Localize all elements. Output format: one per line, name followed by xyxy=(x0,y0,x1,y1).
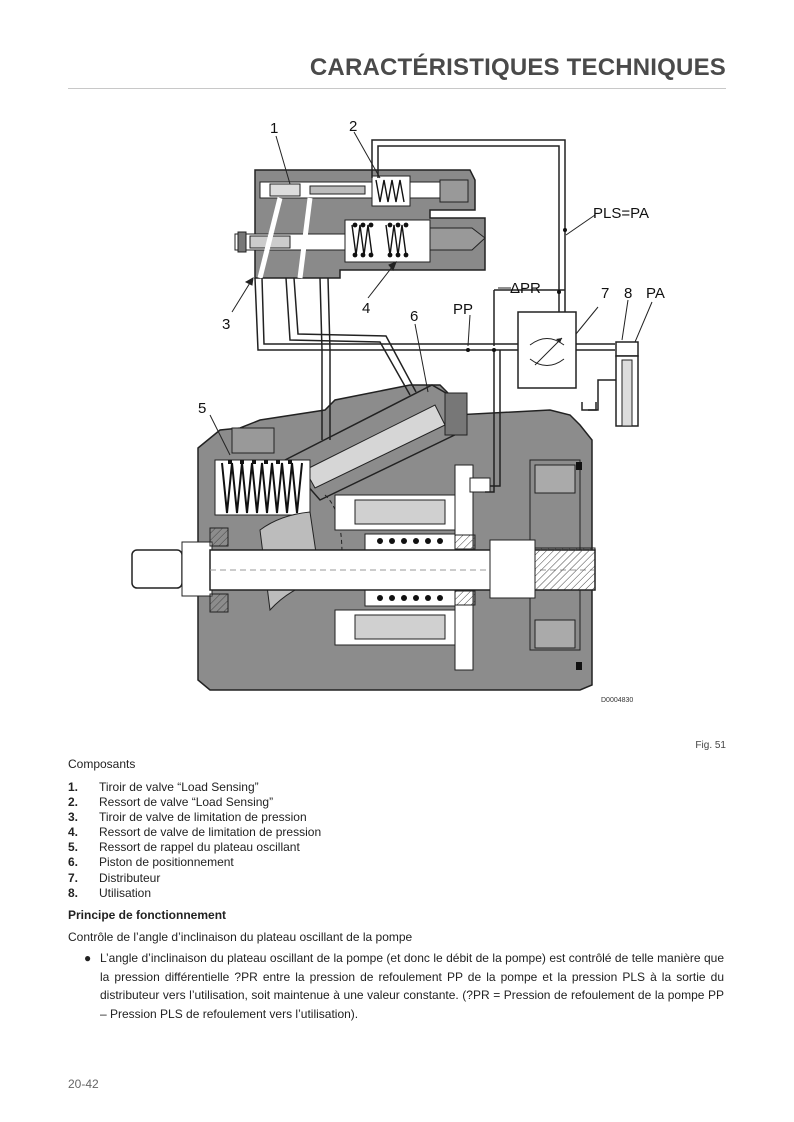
list-item: 5.Ressort de rappel du plateau oscillant xyxy=(68,840,300,855)
hydraulic-lines xyxy=(254,139,615,493)
list-item: 7.Distributeur xyxy=(68,870,161,885)
callout-3: 3 xyxy=(222,316,230,333)
principle-paragraph: L’angle d’inclinaison du plateau oscilla… xyxy=(100,951,724,1021)
label-delta-pr: ΔPR xyxy=(510,280,541,297)
label-pls-pa: PLS=PA xyxy=(593,205,649,222)
hydraulic-pump-diagram: 1 2 3 4 5 6 7 8 PLS=PA ΔPR PP PA xyxy=(110,110,690,720)
bullet-icon: ● xyxy=(84,951,92,965)
list-item: 6.Piston de positionnement xyxy=(68,855,234,870)
pump-housing xyxy=(131,384,596,691)
list-item: 3.Tiroir de valve de limitation de press… xyxy=(68,810,307,825)
list-item: 8.Utilisation xyxy=(68,885,152,900)
page-number: 20-42 xyxy=(68,1077,99,1091)
header-divider xyxy=(68,88,726,89)
principle-heading: Principe de fonctionnement xyxy=(68,908,227,922)
utilisation-cylinder xyxy=(581,341,639,427)
principle-bullet: ● L’angle d’inclinaison du plateau oscil… xyxy=(84,949,724,1023)
distributor-symbol xyxy=(517,311,577,389)
label-pp: PP xyxy=(453,301,473,318)
callout-4: 4 xyxy=(362,300,370,317)
components-heading: Composants xyxy=(68,757,136,771)
callout-7: 7 xyxy=(601,285,609,302)
callout-8: 8 xyxy=(624,285,632,302)
list-item: 4.Ressort de valve de limitation de pres… xyxy=(68,825,322,840)
control-valve-block xyxy=(234,169,486,279)
figure-number: Fig. 51 xyxy=(695,740,726,751)
label-pa: PA xyxy=(646,285,665,302)
page-title: CARACTÉRISTIQUES TECHNIQUES xyxy=(309,54,726,81)
callout-5: 5 xyxy=(198,400,206,417)
components-list: 1.Tiroir de valve “Load Sensing” 2.Resso… xyxy=(68,780,321,901)
callout-1: 1 xyxy=(270,120,278,137)
principle-subheading: Contrôle de l’angle d’inclinaison du pla… xyxy=(68,930,413,944)
callout-2: 2 xyxy=(349,118,357,135)
figure-code: D0004830 xyxy=(601,697,634,704)
list-item: 1.Tiroir de valve “Load Sensing” xyxy=(68,780,259,794)
list-item: 2.Ressort de valve “Load Sensing” xyxy=(68,795,274,810)
callout-6: 6 xyxy=(410,308,418,325)
callout-leaders xyxy=(209,131,653,456)
